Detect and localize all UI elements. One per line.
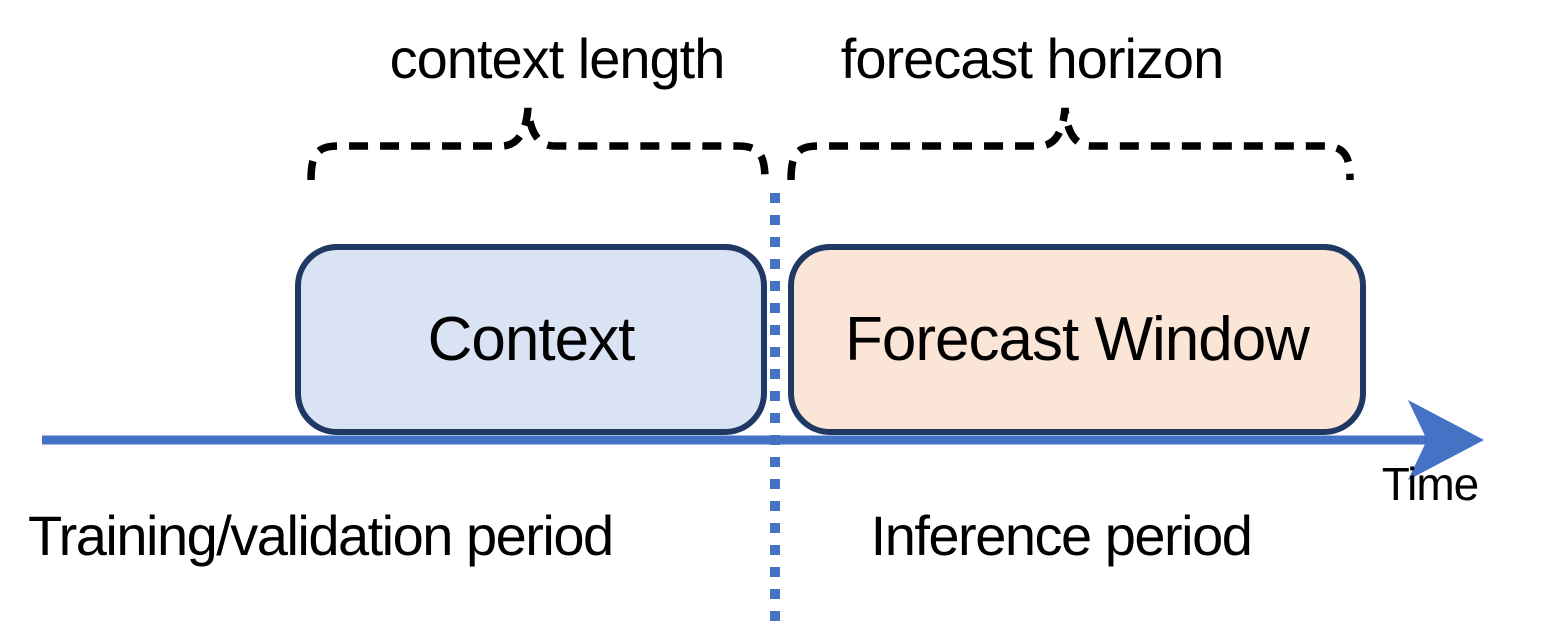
time-axis-label: Time — [1381, 458, 1480, 510]
forecast-window-box-label: Forecast Window — [845, 305, 1310, 374]
context-box: Context — [295, 244, 767, 435]
context-length-brace — [307, 107, 769, 181]
forecast-window-box: Forecast Window — [788, 244, 1366, 435]
time-axis-arrowhead-icon — [1408, 400, 1484, 480]
training-validation-period-label: Training/validation period — [28, 504, 614, 567]
context-box-label: Context — [427, 305, 636, 374]
inference-period-label: Inference period — [870, 504, 1253, 567]
forecast-horizon-brace — [787, 107, 1354, 181]
forecast-horizon-label: forecast horizon — [840, 27, 1224, 90]
context-length-label: context length — [389, 27, 726, 90]
